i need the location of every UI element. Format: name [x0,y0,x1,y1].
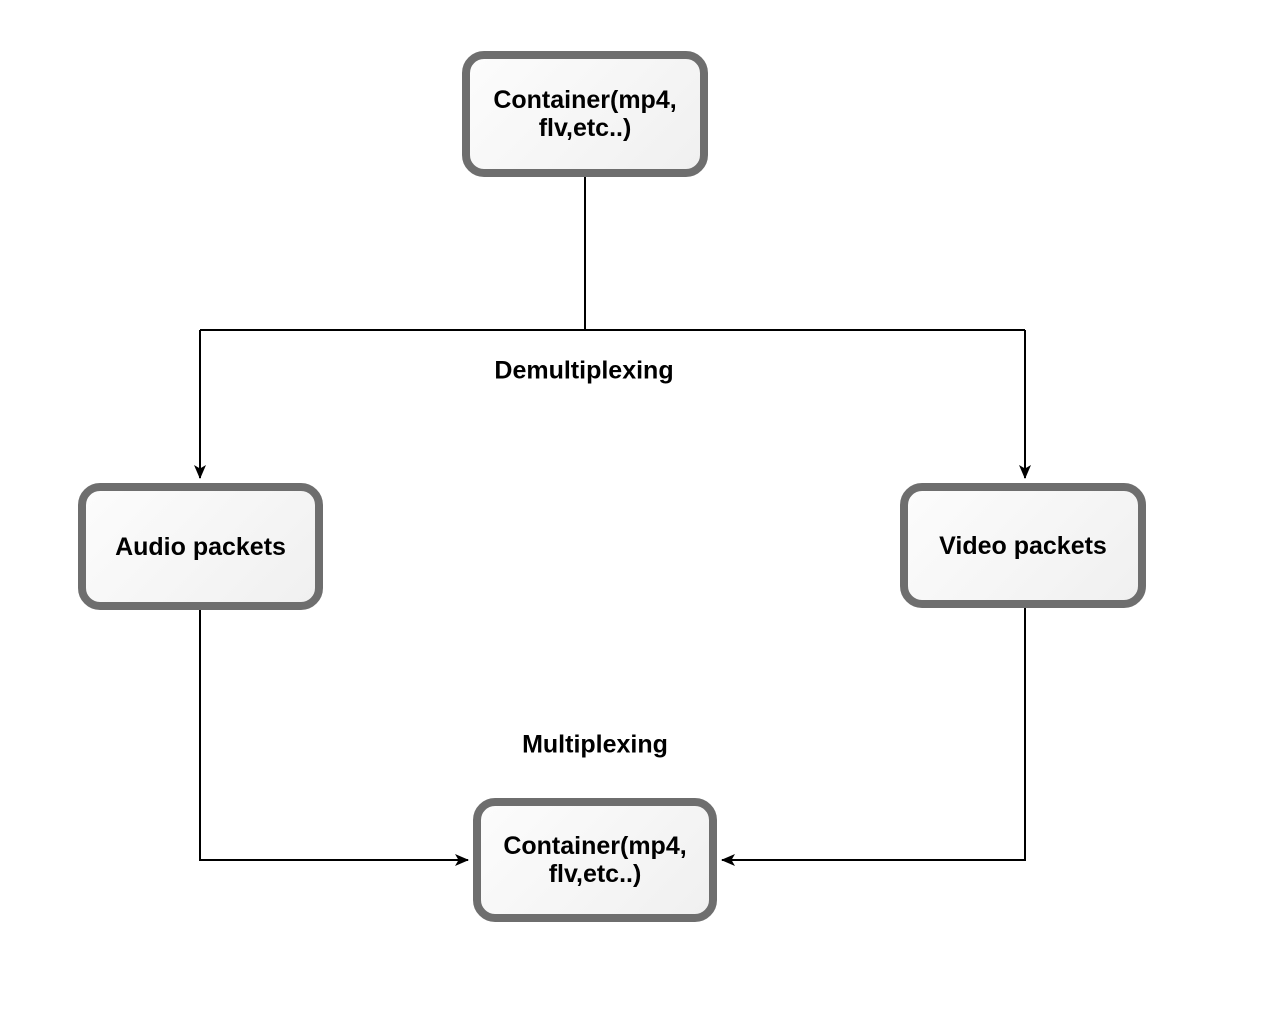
node-container-output-label: Container(mp4, flv,etc..) [503,832,687,888]
node-container-source: Container(mp4, flv,etc..) [462,51,708,177]
node-container-source-label: Container(mp4, flv,etc..) [493,86,677,142]
node-audio-packets: Audio packets [78,483,323,610]
node-audio-packets-label: Audio packets [115,532,286,561]
edge-video-to-output [721,608,1026,866]
node-container-output: Container(mp4, flv,etc..) [473,798,717,922]
edge-label-multiplexing: Multiplexing [518,730,672,760]
edge-audio-to-output [199,610,469,866]
node-video-packets: Video packets [900,483,1146,608]
edge-label-demultiplexing: Demultiplexing [490,356,678,386]
node-video-packets-label: Video packets [939,531,1107,560]
